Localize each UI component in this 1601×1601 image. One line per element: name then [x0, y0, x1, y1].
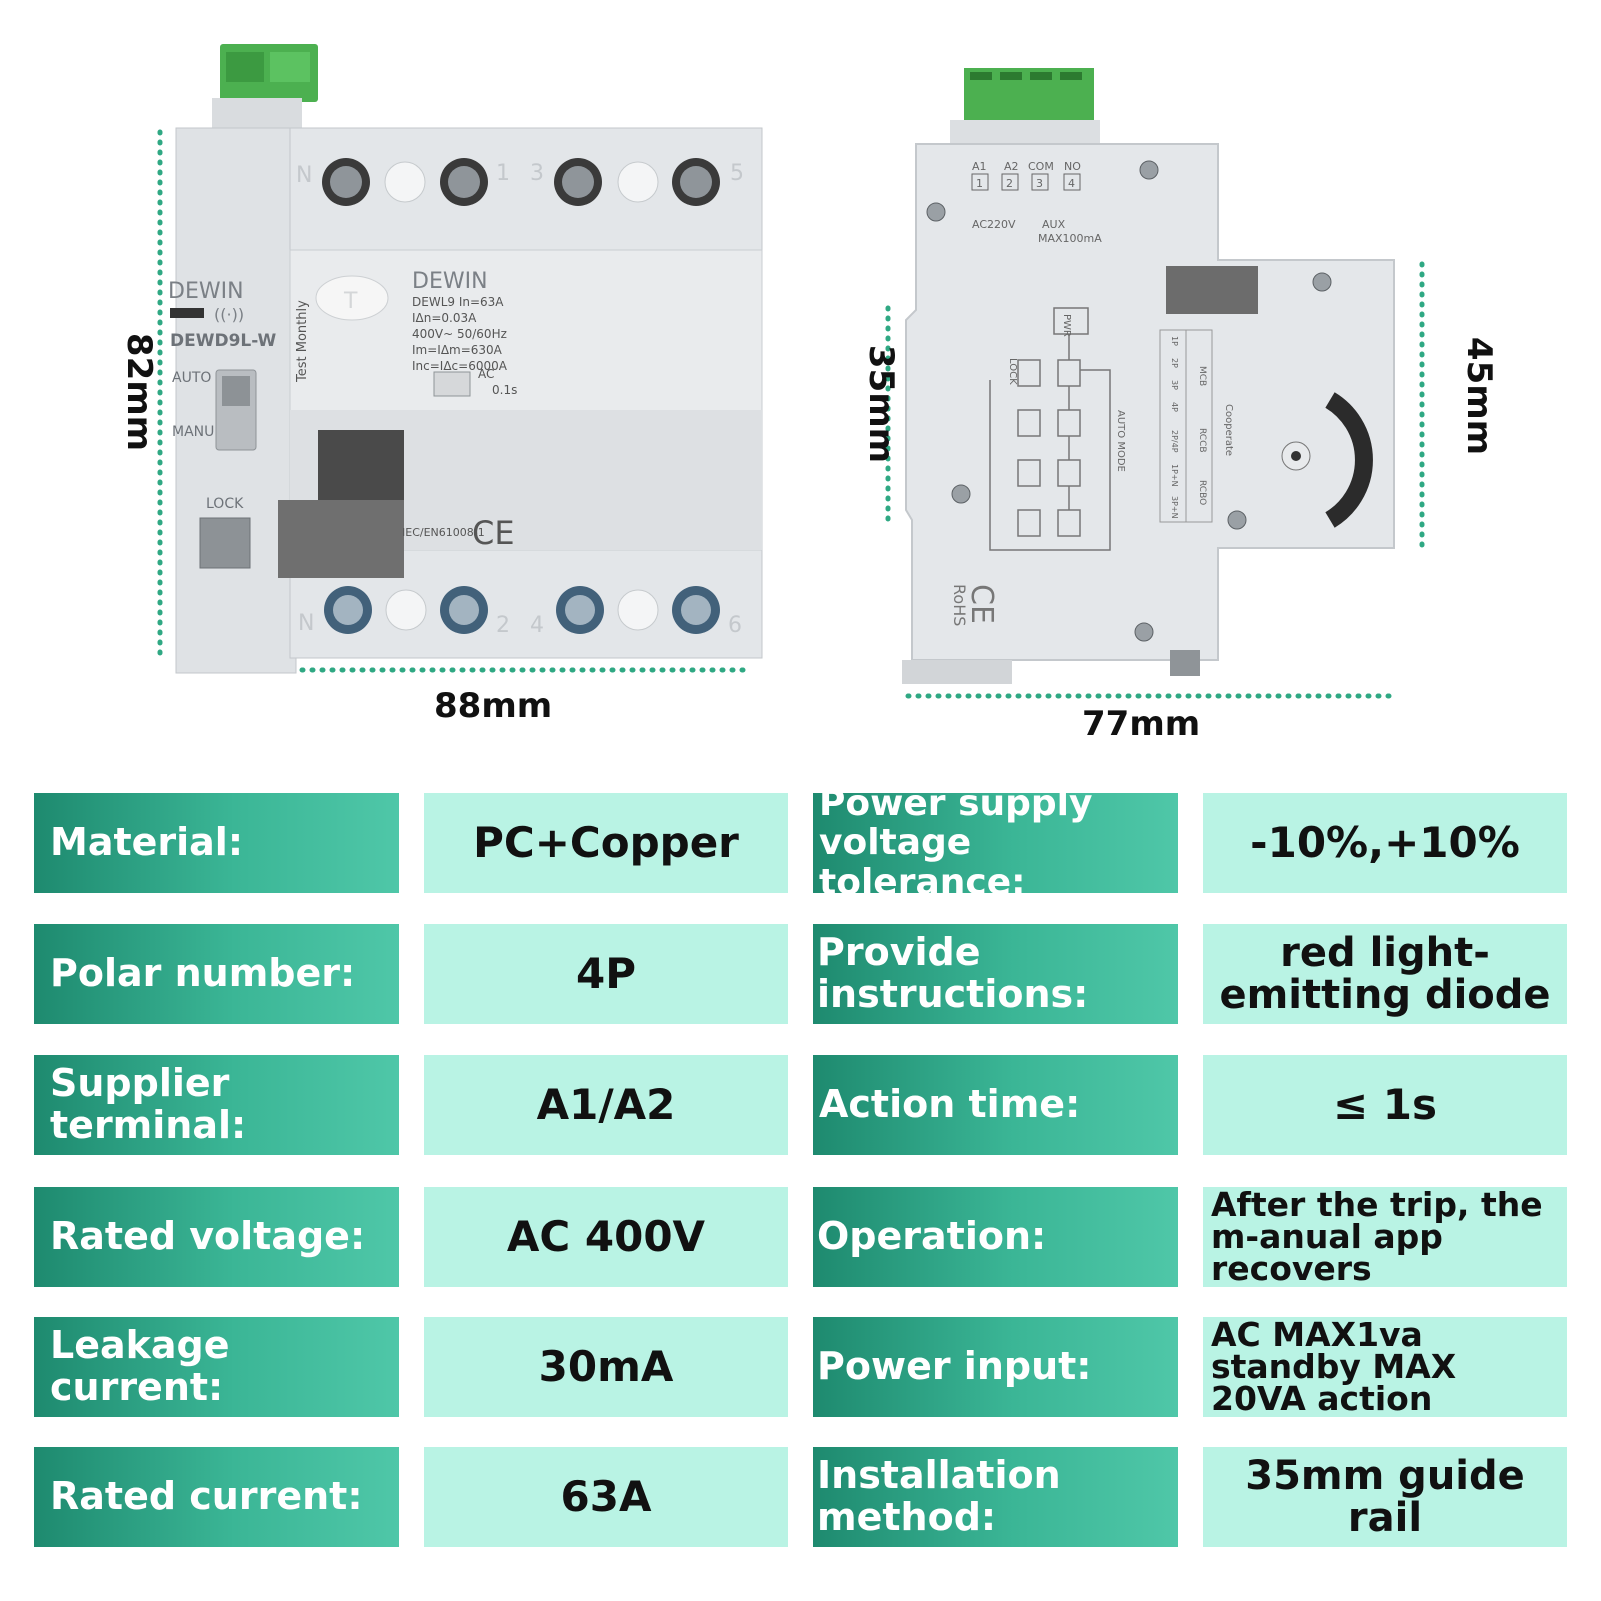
front-model: DEWD9L-W: [170, 331, 277, 351]
spec-value-voltage-tolerance: -10%,+10%: [1203, 793, 1567, 893]
front-brand: DEWIN: [168, 279, 244, 304]
table-row-3p: 3P: [1170, 380, 1179, 390]
side-terminal-no: NO: [1064, 160, 1081, 173]
pwr-label: PWR: [1061, 314, 1072, 337]
front-height-dimension: 82mm: [119, 332, 160, 452]
bottom-terminal-6: 6: [728, 613, 742, 638]
table-header-rcbo: RCBO: [1197, 480, 1207, 505]
spec-label-rated-current: Rated current:: [34, 1447, 399, 1547]
spec-label-installation-method: Installation method:: [813, 1447, 1178, 1547]
spec-label-operation: Operation:: [813, 1187, 1178, 1287]
spec-label-supplier-terminal: Supplier terminal:: [34, 1055, 399, 1155]
top-terminal-n: N: [296, 163, 312, 188]
rating-line-4: Im=IΔm=630A: [412, 343, 503, 357]
lock-switch: [199, 517, 251, 569]
rating-line-1: DEWL9 In=63A: [412, 295, 504, 309]
front-view-drawing: N 1 3 5 N 2 4 6 DEWIN ((·)) DEWD9L-W AUT…: [157, 44, 763, 674]
test-button-label: T: [343, 289, 358, 314]
spec-label-action-time: Action time:: [813, 1055, 1178, 1155]
side-depth-dimension: 77mm: [1082, 704, 1201, 744]
spec-value-operation: After the trip, the m-anual app recovers: [1203, 1187, 1567, 1287]
top-terminal-screws: [322, 158, 720, 206]
manu-label: MANU: [172, 424, 214, 440]
spec-label-provide-instructions: Provide instructions:: [813, 924, 1178, 1024]
curve-label: AC: [478, 367, 494, 381]
rating-line-2: IΔn=0.03A: [412, 311, 477, 325]
mode-flow-diagram: [989, 307, 1111, 551]
table-row-1p: 1P: [1170, 336, 1179, 346]
side-terminal-a1: A1: [972, 160, 987, 173]
auto-mode-label: AUTO MODE: [1115, 410, 1126, 472]
table-row-1pn: 1P+N: [1170, 464, 1179, 487]
spec-value-installation-method: 35mm guide rail: [1203, 1447, 1567, 1547]
table-row-4p: 4P: [1170, 402, 1179, 412]
side-lock-label: LOCK: [1007, 358, 1018, 385]
spec-label-leakage-current: Leakage current:: [34, 1317, 399, 1417]
indicator-window: [433, 371, 471, 397]
side-height-dimension: 45mm: [1459, 336, 1500, 456]
spec-label-rated-voltage: Rated voltage:: [34, 1187, 399, 1287]
test-monthly-label: Test Monthly: [295, 300, 310, 383]
spec-label-power-input: Power input:: [813, 1317, 1178, 1417]
cooperate-label: Cooperate: [1223, 404, 1234, 456]
table-row-2p4p: 2P/4P: [1170, 430, 1179, 453]
side-view-drawing: A1 A2 COM NO 1 2 3 4 AC220V AUX MAX100mA…: [885, 68, 1425, 699]
table-row-2p: 2P: [1170, 358, 1179, 368]
side-ce-mark: CE: [964, 584, 999, 624]
side-rail-dimension: 35mm: [861, 344, 902, 464]
handle-arc: [1325, 392, 1373, 528]
auto-label: AUTO: [172, 370, 211, 386]
top-terminal-1: 1: [496, 161, 510, 186]
rating-line-3: 400V~ 50/60Hz: [412, 327, 507, 341]
test-button: [315, 275, 389, 321]
side-terminal-com: COM: [1028, 160, 1054, 173]
table-row-3pn: 3P+N: [1170, 496, 1179, 519]
spec-label-material: Material:: [34, 793, 399, 893]
spec-value-leakage-current: 30mA: [424, 1317, 788, 1417]
spec-label-voltage-tolerance: Power supply voltage tolerance:: [813, 783, 1178, 902]
spec-value-supplier-terminal: A1/A2: [424, 1055, 788, 1155]
supply-label: AC220V: [972, 218, 1016, 231]
front-width-dimension: 88mm: [434, 686, 553, 726]
rating-line-5: Inc=IΔc=6000A: [412, 359, 508, 373]
bottom-terminal-screws: [324, 586, 720, 634]
spec-label-polar-number: Polar number:: [34, 924, 399, 1024]
side-terminal-a2: A2: [1004, 160, 1019, 173]
top-terminal-5: 5: [730, 161, 744, 186]
spec-value-material: PC+Copper: [424, 793, 788, 893]
table-header-rccb: RCCB: [1197, 428, 1207, 453]
bottom-terminal-n: N: [298, 611, 314, 636]
spec-value-rated-voltage: AC 400V: [424, 1187, 788, 1287]
ce-mark: CE: [472, 514, 515, 552]
spec-value-power-input: AC MAX1va standby MAX 20VA action: [1203, 1317, 1567, 1417]
bottom-terminal-4: 4: [530, 613, 544, 638]
inner-brand: DEWIN: [412, 269, 488, 294]
wifi-icon: ((·)): [214, 305, 244, 324]
aux-rating: MAX100mA: [1038, 232, 1102, 245]
lock-label: LOCK: [206, 496, 244, 512]
spec-value-rated-current: 63A: [424, 1447, 788, 1547]
rohs-label: RoHS: [950, 584, 969, 626]
bottom-terminal-2: 2: [496, 613, 510, 638]
side-body: [905, 143, 1395, 661]
table-header-mcb: MCB: [1197, 366, 1207, 386]
spec-value-action-time: ≤ 1s: [1203, 1055, 1567, 1155]
top-terminal-3: 3: [530, 161, 544, 186]
aux-label: AUX: [1042, 218, 1066, 231]
side-terminal-num-4: 4: [1068, 177, 1075, 190]
side-terminal-num-3: 3: [1036, 177, 1043, 190]
side-terminal-num-1: 1: [976, 177, 983, 190]
spec-value-provide-instructions: red light-emitting diode: [1203, 924, 1567, 1024]
standard-label: IEC/EN61008-1: [402, 526, 485, 539]
spec-value-polar-number: 4P: [424, 924, 788, 1024]
side-terminal-num-2: 2: [1006, 177, 1013, 190]
trip-time-label: 0.1s: [492, 383, 517, 397]
